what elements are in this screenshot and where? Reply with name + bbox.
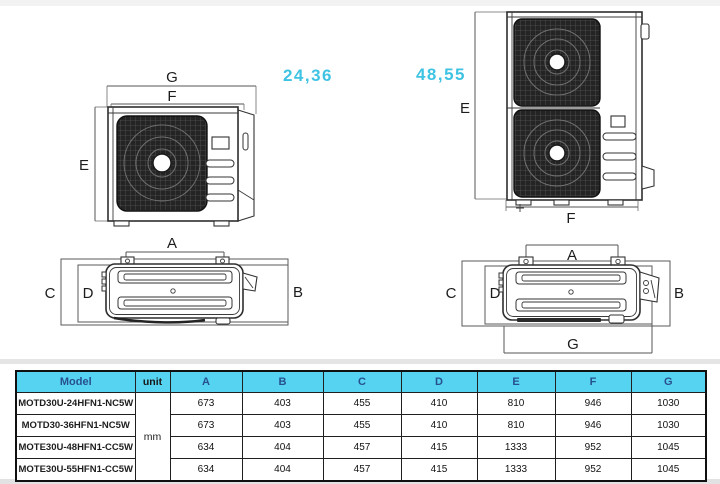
dimension-value-cell: 634 [169,458,243,482]
dim-label-g: G [567,336,579,353]
table-row: MOTD30-36HFN1-NC5W 673 403 455 410 810 9… [15,414,707,437]
column-header-b: B [241,370,324,393]
dimension-value-cell: 403 [241,392,324,415]
unit-cell: mm [134,392,171,482]
base-rail [113,316,231,325]
dimension-value-cell: 415 [400,436,478,459]
left-hinges [498,272,504,293]
dim-label-g: G [166,69,178,86]
vent-slots [602,132,637,181]
dimension-value-cell: 404 [241,436,324,459]
table-row: MOTE30U-48HFN1-CC5W 634 404 457 415 1333… [15,436,707,459]
dimension-value-cell: 415 [400,458,478,482]
dimension-value-cell: 410 [400,392,478,415]
dimension-value-cell: 1333 [476,436,556,459]
column-header-f: F [554,370,632,393]
column-header-a: A [169,370,243,393]
column-header-unit: unit [134,370,171,393]
dim-label-e: E [460,100,470,117]
dimension-value-cell: 455 [322,414,402,437]
valve-assembly [639,271,660,303]
fan-grille-top [513,18,601,107]
table-header-row: Model unit A B C D E F G [15,370,707,393]
center-mark [568,289,574,295]
dimensions-table: Model unit A B C D E F G MOTD30U-24HFN1-… [15,370,707,482]
column-header-g: G [630,370,707,393]
left-hinges [101,271,107,292]
fan-hub [152,153,172,173]
dim-label-c: C [446,285,457,302]
column-header-d: D [400,370,478,393]
dimension-value-cell: 673 [169,392,243,415]
fan-grille [116,115,208,212]
unit-feet [113,220,230,227]
model-name-cell: MOTE30U-48HFN1-CC5W [15,436,136,459]
column-header-e: E [476,370,556,393]
small-unit-top-view: A C D B [45,235,303,326]
dimension-value-cell: 634 [169,436,243,459]
dim-label-c: C [45,285,56,302]
vent-slots [205,159,235,202]
nameplate [211,136,230,150]
top-handle [640,23,650,40]
capacity-label-large: 48,55 [416,65,466,84]
model-name-cell: MOTE30U-55HFN1-CC5W [15,458,136,482]
fan-grille-bottom [513,109,601,198]
dimension-value-cell: 1045 [630,436,707,459]
model-name-cell: MOTD30-36HFN1-NC5W [15,414,136,437]
fan-hub [548,144,566,162]
dimension-value-cell: 952 [554,436,632,459]
dim-label-b: B [293,284,303,301]
dimension-value-cell: 410 [400,414,478,437]
large-unit-front-view: E [416,11,655,227]
fan-hub [548,53,566,71]
capacity-label-small: 24,36 [283,66,333,85]
dimension-value-cell: 457 [322,458,402,482]
dimension-value-cell: 1045 [630,458,707,482]
large-unit-top-view: A C D B G [446,244,684,354]
mounting-tabs [120,256,230,266]
dimension-diagrams: G F E [45,11,684,354]
column-header-c: C [322,370,402,393]
dimension-value-cell: 1333 [476,458,556,482]
base-rail [517,314,625,324]
dim-label-b: B [674,285,684,302]
dimension-value-cell: 946 [554,392,632,415]
dimension-value-cell: 810 [476,414,556,437]
dimension-value-cell: 455 [322,392,402,415]
small-unit-front-view: G F E [79,66,333,227]
dimension-value-cell: 946 [554,414,632,437]
table-row: MOTD30U-24HFN1-NC5W mm 673 403 455 410 8… [15,392,707,482]
dim-label-a: A [567,247,577,264]
top-slots [117,270,233,310]
dimension-value-cell: 810 [476,392,556,415]
dimension-value-cell: 403 [241,414,324,437]
dimension-value-cell: 1030 [630,414,707,437]
dim-label-f: F [566,210,575,227]
dimension-value-cell: 457 [322,436,402,459]
dim-label-e: E [79,157,89,174]
column-header-model: Model [15,370,136,393]
model-name-cell: MOTD30U-24HFN1-NC5W [15,392,136,415]
dim-label-d: D [490,285,501,302]
dimension-value-cell: 952 [554,458,632,482]
table-row: MOTE30U-55HFN1-CC5W 634 404 457 415 1333… [15,458,707,482]
unit-feet [515,199,624,212]
nameplate [610,115,626,128]
dimension-value-cell: 404 [241,458,324,482]
dimension-value-cell: 673 [169,414,243,437]
dimension-value-cell: 1030 [630,392,707,415]
top-slots [515,271,627,312]
dim-label-d: D [83,285,94,302]
valve-flap [242,272,258,292]
side-panel [237,109,255,222]
dim-label-a: A [167,235,177,252]
center-mark [170,288,176,294]
dim-label-f: F [167,88,176,105]
bottom-bracket [641,165,655,190]
